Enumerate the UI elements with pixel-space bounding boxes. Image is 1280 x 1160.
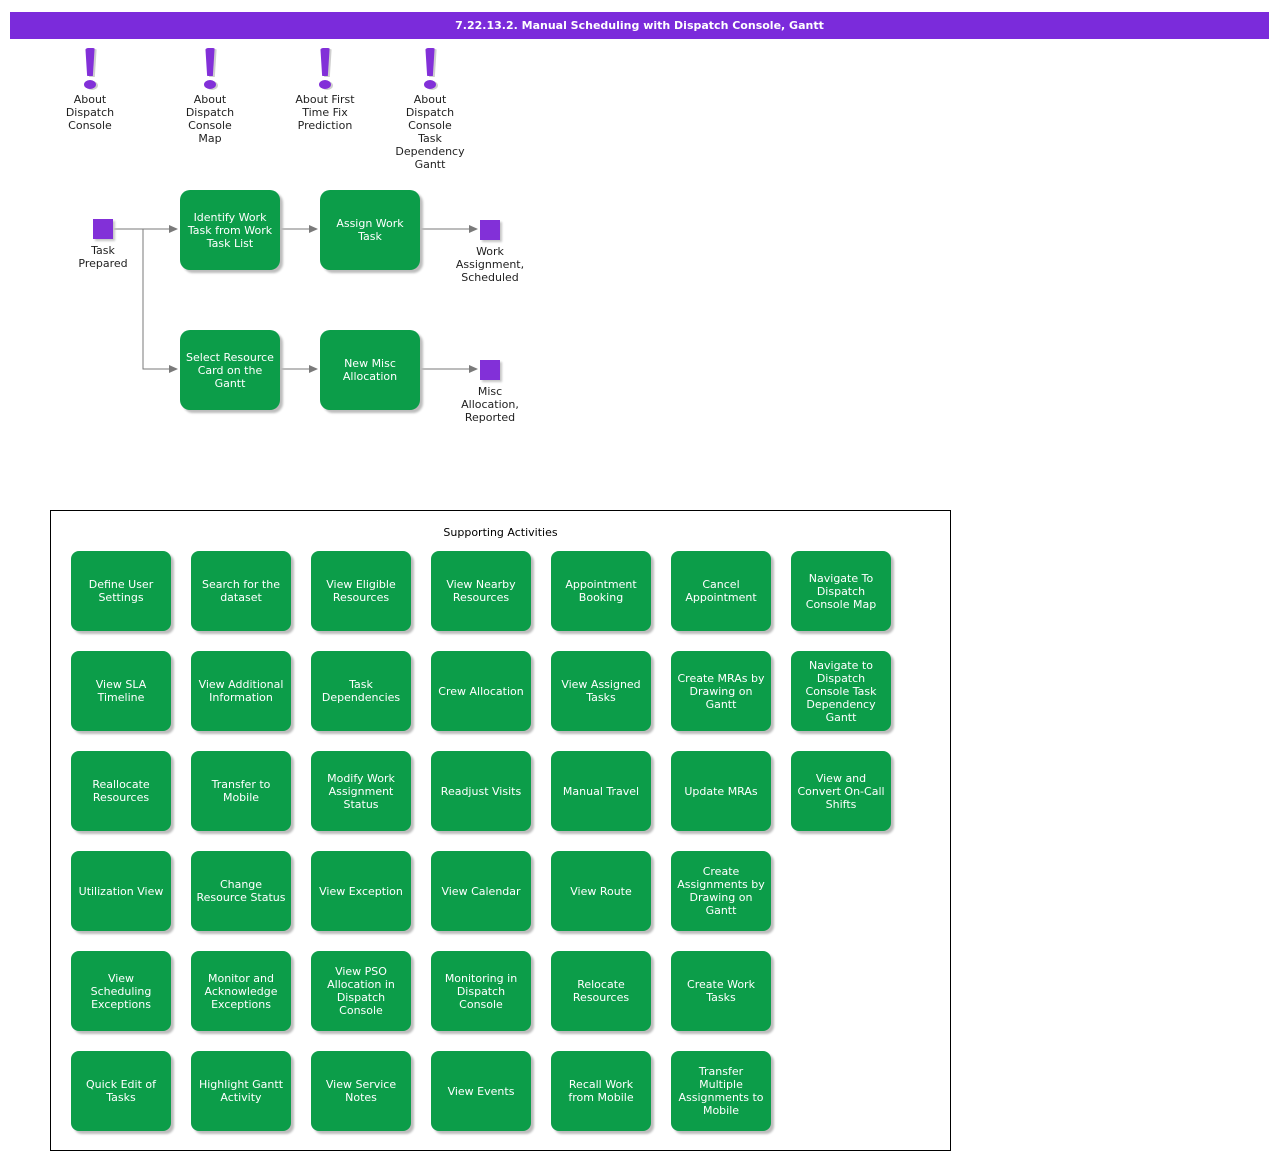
activity-box[interactable]: Transfer Multiple Assignments to Mobile — [671, 1051, 771, 1131]
supporting-activities-panel: Supporting Activities Define User Settin… — [50, 510, 951, 1151]
task-assign-work-task[interactable]: Assign Work Task — [320, 190, 420, 270]
activity-box[interactable]: View Events — [431, 1051, 531, 1131]
activity-box[interactable]: View Nearby Resources — [431, 551, 531, 631]
note-label: About Dispatch Console — [65, 93, 115, 132]
title-bar: 7.22.13.2. Manual Scheduling with Dispat… — [10, 12, 1269, 39]
activity-box[interactable]: Crew Allocation — [431, 651, 531, 731]
activity-box[interactable]: Readjust Visits — [431, 751, 531, 831]
activity-box[interactable]: Define User Settings — [71, 551, 171, 631]
exclamation-icon — [204, 48, 216, 89]
activity-box[interactable]: Update MRAs — [671, 751, 771, 831]
task-select-resource-card-on-the-gantt[interactable]: Select Resource Card on the Gantt — [180, 330, 280, 410]
activity-box[interactable]: Modify Work Assignment Status — [311, 751, 411, 831]
activity-box[interactable]: Highlight Gantt Activity — [191, 1051, 291, 1131]
exclamation-icon — [84, 48, 96, 89]
event-label-misc-allocation-reported: Misc Allocation, Reported — [461, 385, 519, 424]
note-label: About First Time Fix Prediction — [295, 93, 355, 132]
activity-box[interactable]: Navigate to Dispatch Console Task Depend… — [791, 651, 891, 731]
note-label: About Dispatch Console Task Dependency G… — [395, 93, 465, 171]
activity-box[interactable]: Relocate Resources — [551, 951, 651, 1031]
task-identify-work-task-from-work-task-list[interactable]: Identify Work Task from Work Task List — [180, 190, 280, 270]
activity-box[interactable]: Monitoring in Dispatch Console — [431, 951, 531, 1031]
supporting-activities-title: Supporting Activities — [443, 526, 558, 539]
activity-box[interactable]: Quick Edit of Tasks — [71, 1051, 171, 1131]
link-about-dispatch-console-task-dependency-gantt[interactable]: About Dispatch Console Task Dependency G… — [374, 48, 486, 171]
event-task-prepared-marker — [93, 219, 113, 239]
activity-box[interactable]: Manual Travel — [551, 751, 651, 831]
activity-box[interactable]: View Exception — [311, 851, 411, 931]
activity-box[interactable]: View Eligible Resources — [311, 551, 411, 631]
event-misc-allocation-reported-marker — [480, 360, 500, 380]
activity-box[interactable]: View and Convert On-Call Shifts — [791, 751, 891, 831]
link-about-dispatch-console[interactable]: About Dispatch Console — [34, 48, 146, 132]
activity-box[interactable]: Change Resource Status — [191, 851, 291, 931]
event-label-work-assignment-scheduled: Work Assignment, Scheduled — [455, 245, 525, 284]
activity-box[interactable]: Reallocate Resources — [71, 751, 171, 831]
exclamation-icon — [319, 48, 331, 89]
link-about-first-time-fix-prediction[interactable]: About First Time Fix Prediction — [269, 48, 381, 132]
exclamation-icon — [424, 48, 436, 89]
task-new-misc-allocation[interactable]: New Misc Allocation — [320, 330, 420, 410]
activity-box[interactable]: Create Work Tasks — [671, 951, 771, 1031]
note-label: About Dispatch Console Map — [185, 93, 235, 145]
activity-box[interactable]: Utilization View — [71, 851, 171, 931]
activity-box[interactable]: View Route — [551, 851, 651, 931]
activity-box[interactable]: View Additional Information — [191, 651, 291, 731]
activity-box[interactable]: Transfer to Mobile — [191, 751, 291, 831]
activity-box[interactable]: View SLA Timeline — [71, 651, 171, 731]
event-work-assignment-scheduled-marker — [480, 220, 500, 240]
activity-box[interactable]: View Assigned Tasks — [551, 651, 651, 731]
event-label-task-prepared: Task Prepared — [78, 244, 128, 270]
activity-box[interactable]: Monitor and Acknowledge Exceptions — [191, 951, 291, 1031]
activity-box[interactable]: Cancel Appointment — [671, 551, 771, 631]
activity-box[interactable]: Recall Work from Mobile — [551, 1051, 651, 1131]
page-title: 7.22.13.2. Manual Scheduling with Dispat… — [455, 19, 824, 32]
link-about-dispatch-console-map[interactable]: About Dispatch Console Map — [154, 48, 266, 145]
activity-box[interactable]: Create MRAs by Drawing on Gantt — [671, 651, 771, 731]
activity-box[interactable]: Appointment Booking — [551, 551, 651, 631]
activity-box[interactable]: View Calendar — [431, 851, 531, 931]
activity-box[interactable]: Create Assignments by Drawing on Gantt — [671, 851, 771, 931]
activity-box[interactable]: Navigate To Dispatch Console Map — [791, 551, 891, 631]
activity-box[interactable]: View Scheduling Exceptions — [71, 951, 171, 1031]
activity-box[interactable]: Search for the dataset — [191, 551, 291, 631]
activity-box[interactable]: View PSO Allocation in Dispatch Console — [311, 951, 411, 1031]
activity-box[interactable]: Task Dependencies — [311, 651, 411, 731]
activity-box[interactable]: View Service Notes — [311, 1051, 411, 1131]
